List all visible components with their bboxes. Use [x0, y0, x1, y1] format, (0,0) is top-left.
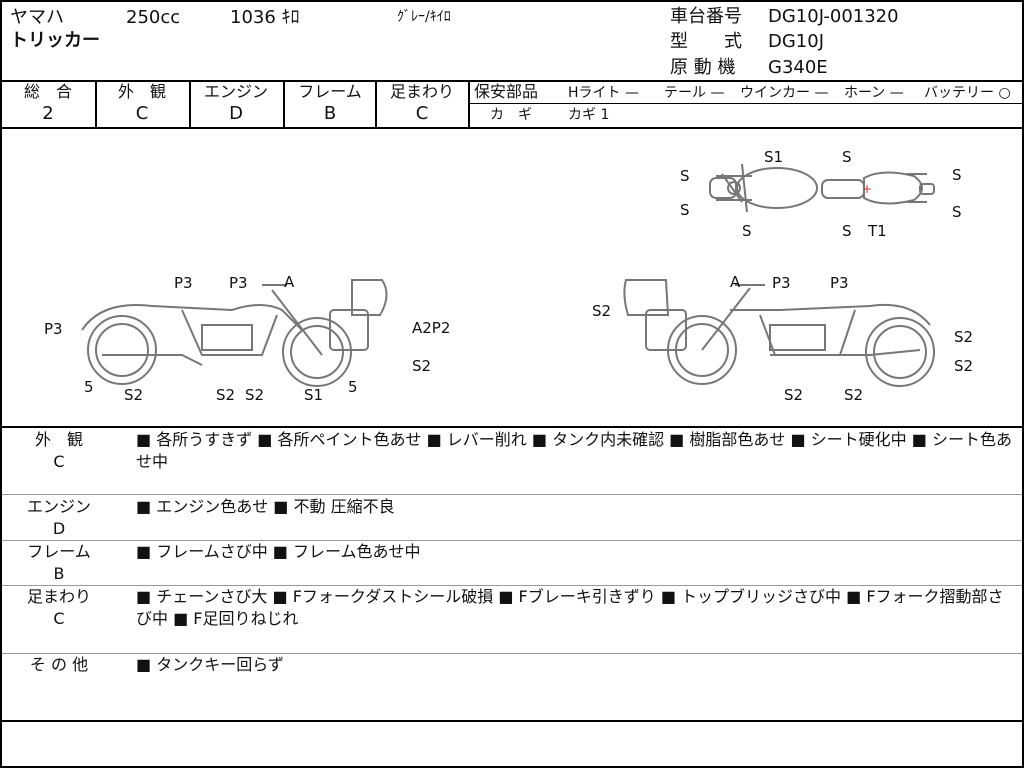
right-s2-left: S2 [592, 302, 612, 320]
left-five-right: 5 [348, 378, 358, 396]
engine-value: G340E [768, 57, 828, 78]
left-p3-a: P3 [174, 274, 193, 292]
safety-headlight: Hライト — [568, 85, 639, 101]
notes-suspension-grade: C [53, 609, 65, 628]
grade-suspension-value: C [415, 103, 429, 124]
bike-left-side-view [81, 279, 388, 387]
left-s2-c: S2 [245, 386, 265, 404]
grade-overall-value: 2 [42, 103, 54, 124]
notes-frame-label: フレーム [27, 542, 91, 561]
top-s-left-top: S [680, 167, 690, 185]
notes-frame-grade: B [53, 564, 65, 583]
safety-label: 保安部品 [474, 82, 539, 101]
top-s1: S1 [764, 148, 784, 166]
right-p3-a: P3 [772, 274, 791, 292]
notes-other-text: ■ タンクキー回らず [136, 655, 284, 674]
notes-exterior-grade: C [53, 452, 65, 471]
top-s-bottom-mid: S [842, 222, 852, 240]
bike-right-side-view [623, 279, 935, 387]
left-s2-b: S2 [216, 386, 236, 404]
color: ｸﾞﾚｰ/ｷｲﾛ [397, 9, 451, 25]
left-s2-right: S2 [412, 357, 432, 375]
top-t1: T1 [868, 222, 887, 240]
notes-engine-grade: D [52, 519, 66, 538]
right-s2-b1: S2 [784, 386, 804, 404]
top-s-bottom-left: S [742, 222, 752, 240]
right-s2-r2: S2 [954, 357, 974, 375]
key-value: カギ 1 [568, 107, 610, 123]
left-five-left: 5 [84, 378, 94, 396]
safety-horn: ホーン — [844, 85, 904, 101]
notes-exterior-label: 外 観 [34, 430, 83, 449]
left-a2p2: A2P2 [412, 319, 451, 337]
notes-engine-label: エンジン [26, 497, 91, 516]
left-s2-a: S2 [124, 386, 144, 404]
safety-battery: バッテリー ○ [924, 85, 1011, 101]
safety-winker: ウインカー — [740, 85, 829, 101]
grade-frame-label: フレーム [298, 82, 362, 101]
displacement: 250cc [126, 7, 181, 28]
notes-engine-text: ■ エンジン色あせ ■ 不動 圧縮不良 [136, 497, 395, 516]
grade-exterior-label: 外 観 [117, 82, 166, 101]
model-name: トリッカー [10, 30, 100, 51]
top-plus-mark: + [862, 182, 873, 196]
top-s-top: S [842, 148, 852, 166]
right-p3-b: P3 [830, 274, 849, 292]
left-a: A [284, 273, 295, 291]
left-s1: S1 [304, 386, 324, 404]
grade-engine-value: D [229, 103, 243, 124]
type-value: DG10J [768, 31, 825, 52]
type-label: 型 式 [670, 31, 742, 52]
notes-exterior-text: ■ 各所うすきず ■ 各所ペイント色あせ ■ レバー削れ ■ タンク内未確認 ■… [136, 430, 1012, 471]
safety-tail: テール — [664, 85, 725, 101]
grade-suspension-label: 足まわり [389, 82, 454, 101]
notes-frame-text: ■ フレームさび中 ■ フレーム色あせ中 [136, 542, 421, 561]
left-p3-b: P3 [229, 274, 248, 292]
right-s2-r1: S2 [954, 328, 974, 346]
key-label: カ ギ [490, 107, 532, 123]
notes-suspension-label: 足まわり [26, 587, 91, 606]
right-a: A [730, 273, 741, 291]
bike-top-view [709, 163, 935, 213]
mileage: 1036 ｷﾛ [230, 7, 300, 28]
right-s2-b2: S2 [844, 386, 864, 404]
chassis-label: 車台番号 [670, 6, 742, 27]
engine-label: 原 動 機 [670, 57, 736, 78]
top-s-left-bottom: S [680, 201, 690, 219]
grade-overall-label: 総 合 [23, 82, 72, 101]
top-s-right-bottom: S [952, 203, 962, 221]
chassis-value: DG10J-001320 [768, 6, 899, 27]
grade-engine-label: エンジン [203, 82, 268, 101]
left-p3-c: P3 [44, 320, 63, 338]
grade-frame-value: B [323, 103, 337, 124]
maker: ヤマハ [10, 7, 64, 28]
notes-other-label: そ の 他 [29, 655, 89, 674]
grade-exterior-value: C [135, 103, 149, 124]
notes-suspension-text: ■ チェーンさび大 ■ Fフォークダストシール破損 ■ Fブレーキ引きずり ■ … [136, 587, 1004, 628]
top-s-right-top: S [952, 166, 962, 184]
